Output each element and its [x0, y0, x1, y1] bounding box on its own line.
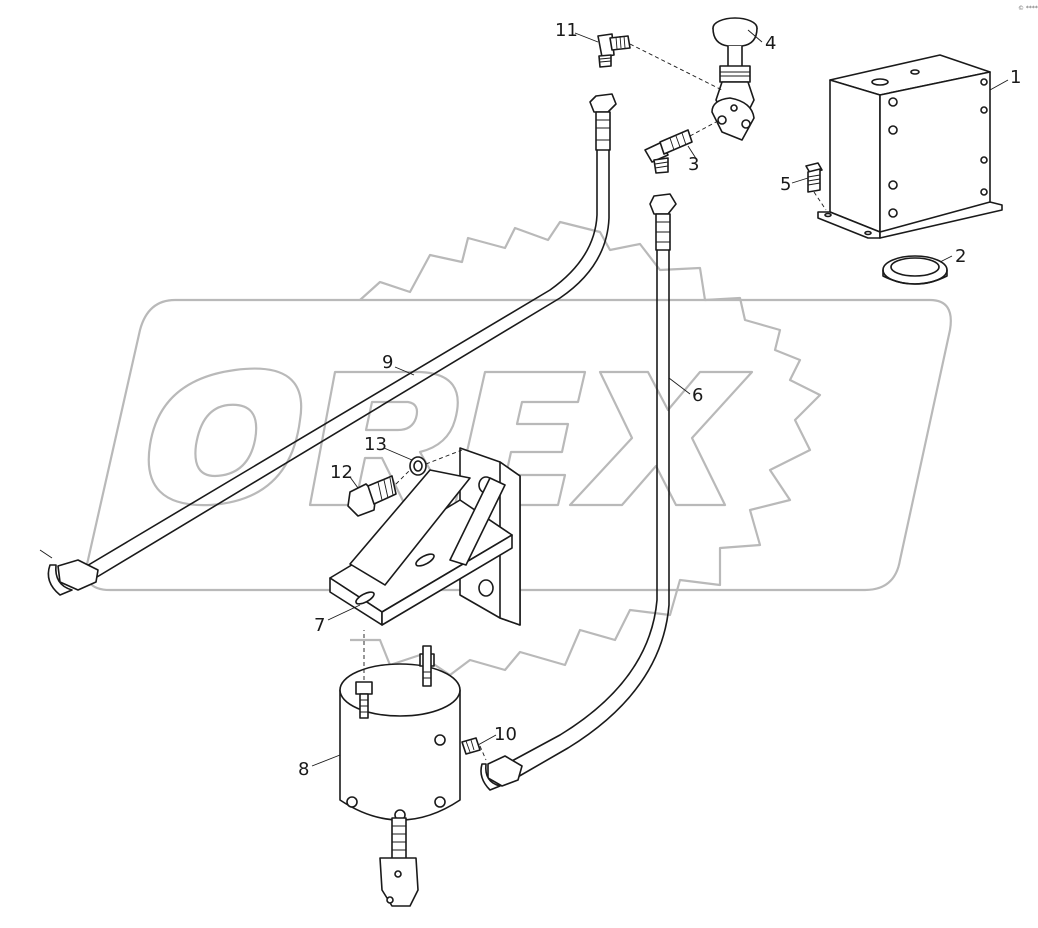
- part-5-bolt: [805, 162, 827, 211]
- label-part-1: 1: [1010, 67, 1021, 88]
- corner-mark: © ****: [1018, 5, 1038, 12]
- label-part-8: 8: [298, 759, 309, 780]
- part-7-bracket: [329, 447, 521, 626]
- label-part-9: 9: [382, 352, 393, 373]
- part-9-hose: [39, 93, 617, 596]
- part-12-bolt: [347, 469, 411, 517]
- part-8-cylinder: [339, 630, 461, 907]
- label-part-3: 3: [688, 154, 699, 175]
- callout-labels: 1 2 3 4 5 6 7 8 9 10 11 12 13: [298, 20, 1021, 780]
- leader-lines: [311, 29, 1009, 767]
- label-part-13: 13: [364, 434, 387, 455]
- label-part-10: 10: [494, 724, 517, 745]
- part-10-fitting: [461, 737, 487, 761]
- label-part-7: 7: [314, 615, 325, 636]
- part-3-fitting: [644, 121, 717, 174]
- label-part-11: 11: [555, 20, 578, 41]
- part-4-valve: [711, 17, 758, 141]
- watermark: [85, 220, 952, 677]
- label-part-5: 5: [780, 174, 791, 195]
- label-part-6: 6: [692, 385, 703, 406]
- watermark-gear: [350, 220, 822, 677]
- watermark-plate: [85, 298, 952, 592]
- part-2-grommet: [882, 255, 948, 285]
- label-part-4: 4: [765, 33, 776, 54]
- label-part-12: 12: [330, 462, 353, 483]
- part-1-cover-box: [817, 54, 1003, 239]
- label-part-2: 2: [955, 246, 966, 267]
- part-11-elbow: [597, 33, 723, 91]
- part-13-washer: [409, 449, 463, 476]
- part-6-hose: [480, 193, 677, 791]
